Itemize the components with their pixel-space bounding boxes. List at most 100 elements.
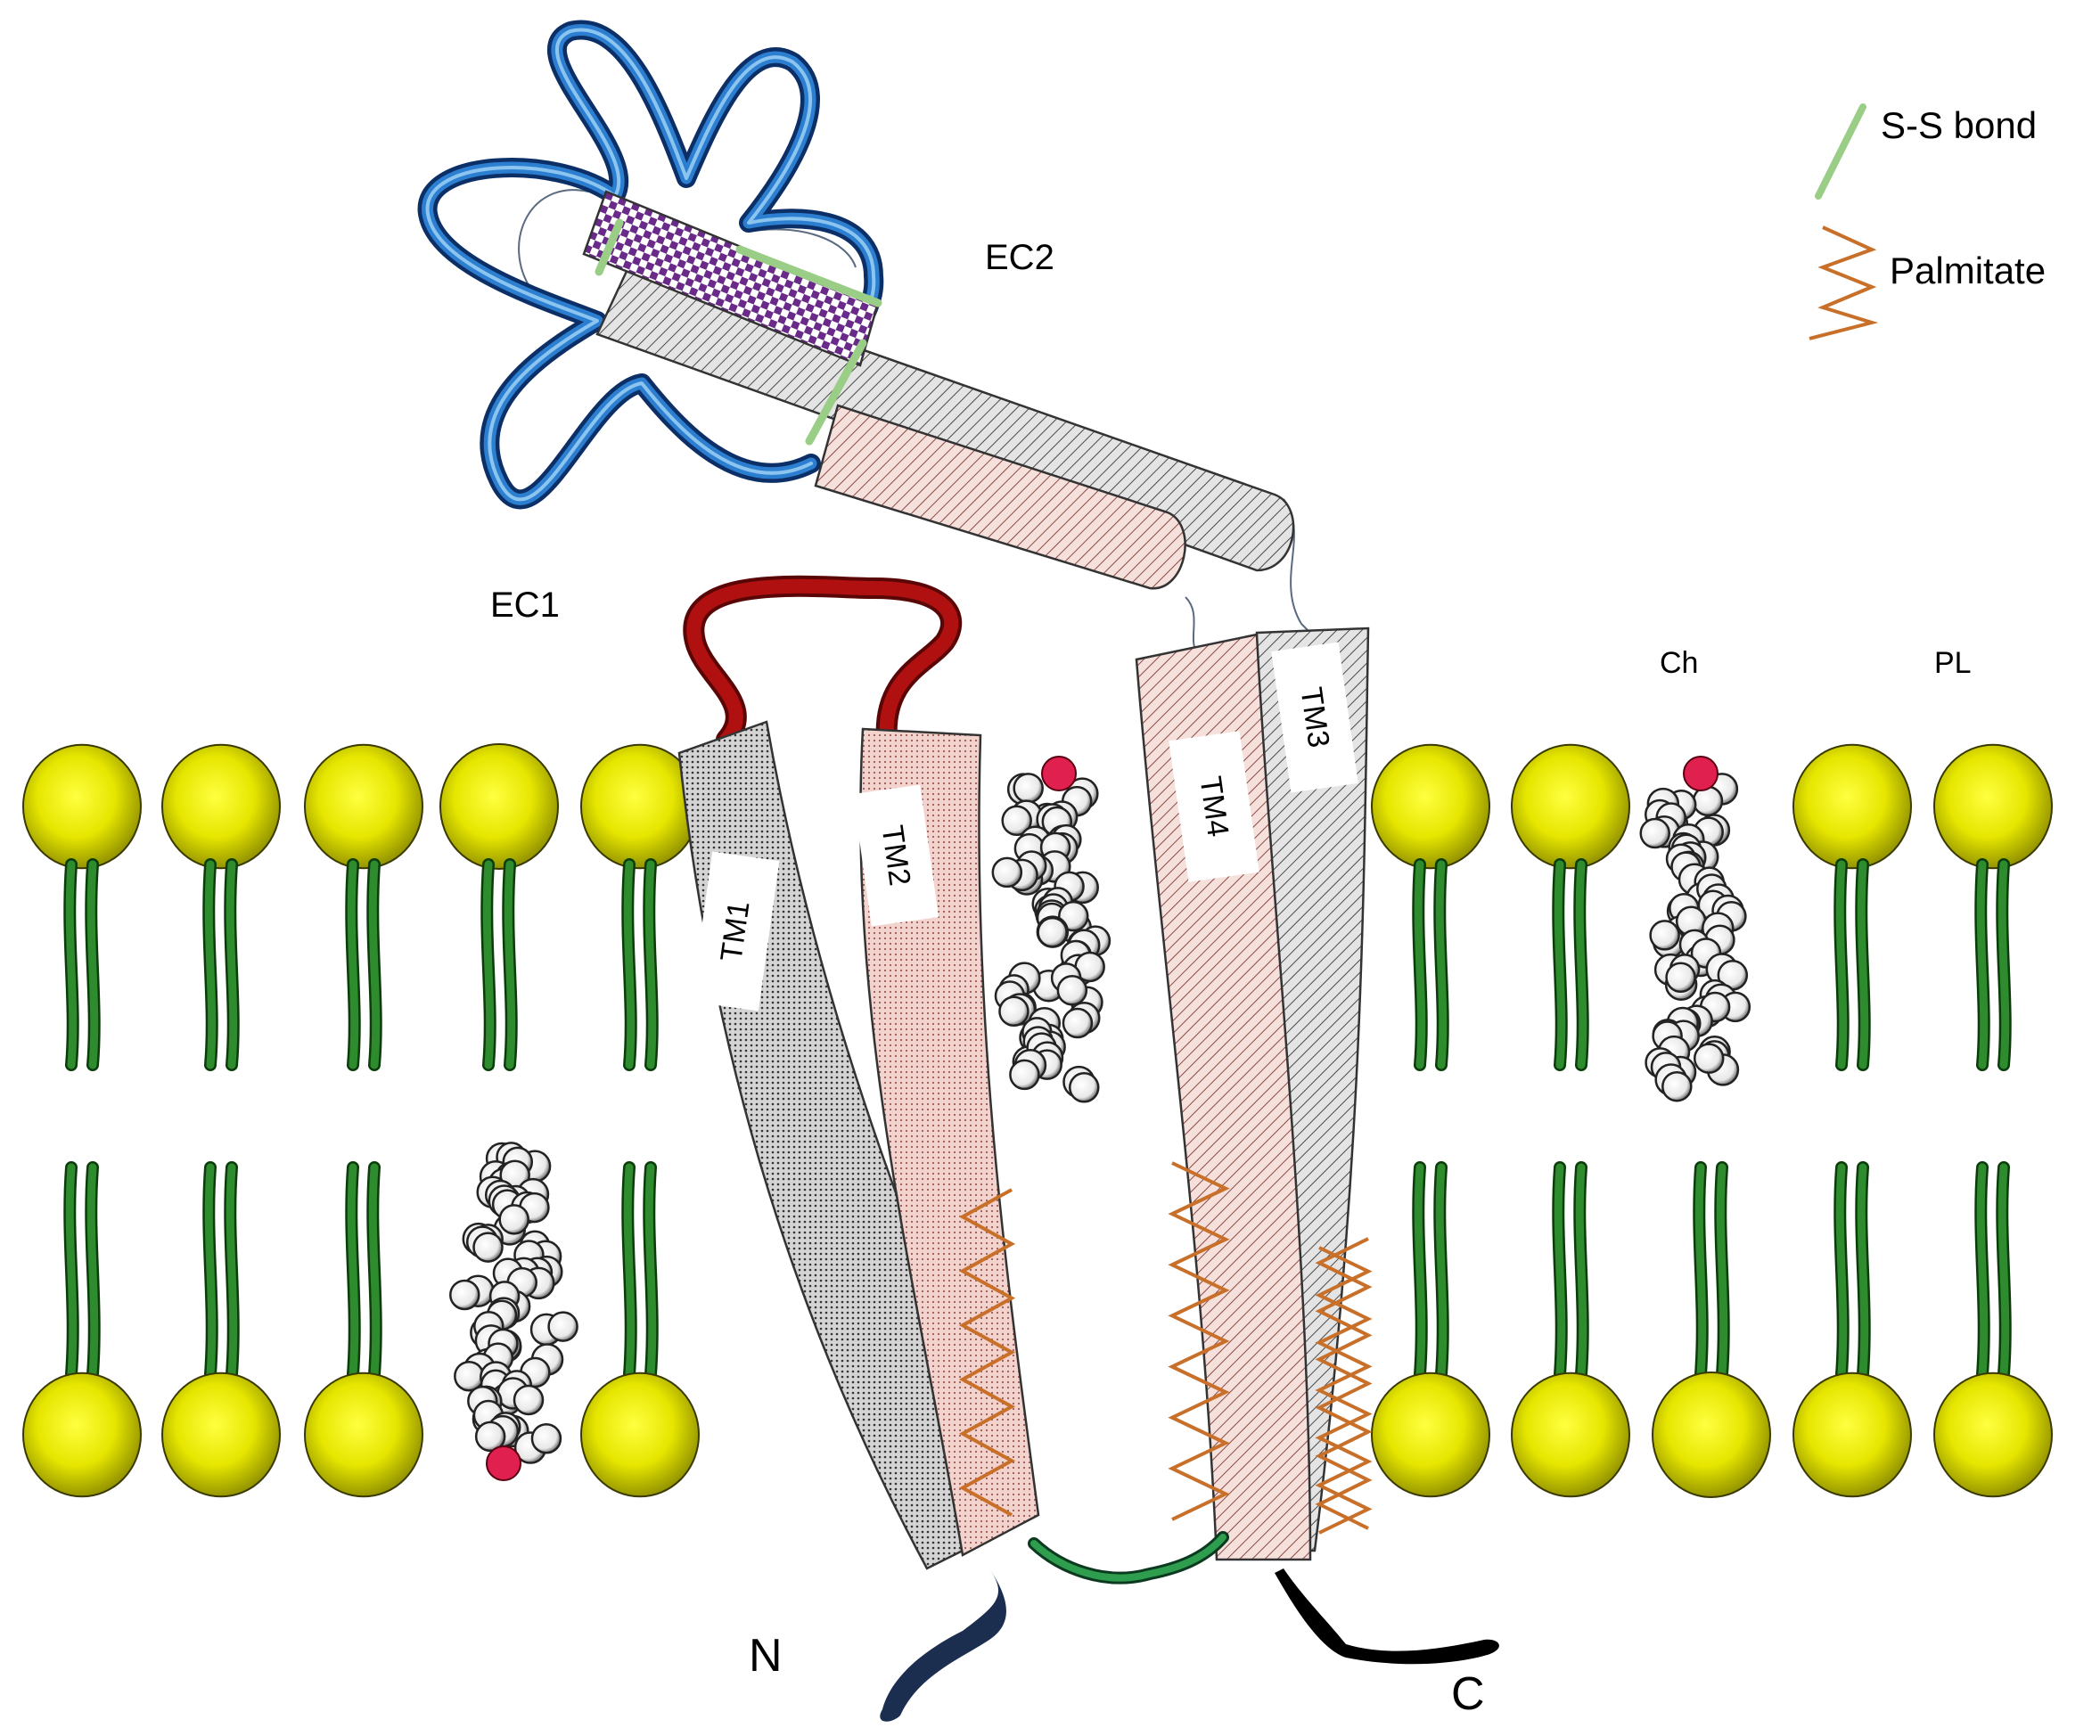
- lipid-tail: [86, 860, 99, 1069]
- lipid-tail: [65, 860, 78, 1069]
- lipid-tail: [1857, 860, 1869, 1069]
- lipid-head: [580, 1372, 700, 1498]
- lipid-tail: [1575, 860, 1587, 1069]
- phospholipid-right-1: [1511, 743, 1630, 1498]
- tm4-helix: [1135, 633, 1312, 1561]
- lipid-head: [1792, 1372, 1912, 1498]
- lipid-tail: [1575, 1163, 1587, 1379]
- cholesterol-atom: [1693, 1043, 1725, 1074]
- palmitate-chain-tm4-left: [1168, 1161, 1230, 1521]
- phospholipid-right-3: [1792, 743, 1912, 1498]
- cholesterol-atom: [1009, 1059, 1040, 1091]
- lipid-tail: [204, 1163, 217, 1379]
- legend-ss-bond-label: S-S bond: [1881, 104, 2037, 146]
- lipid-tail: [226, 1163, 238, 1379]
- lipid-tail: [1694, 1163, 1707, 1379]
- tm2-label: TM2: [874, 823, 916, 888]
- lipid-tail: [1716, 1163, 1728, 1379]
- lipid-tail: [347, 860, 359, 1069]
- cholesterol-atom: [530, 1422, 562, 1454]
- lipid-head: [1371, 1372, 1490, 1498]
- cholesterol-atom: [1661, 1070, 1693, 1102]
- lipid-tail: [347, 1163, 359, 1379]
- ec2-loop-ribbon: [417, 20, 884, 510]
- palmitate-chain-tm2: [958, 1188, 1016, 1517]
- cholesterol-atom: [513, 1384, 545, 1416]
- lipid-head: [439, 743, 559, 870]
- legend-ss-bond-swatch: [1815, 103, 1866, 200]
- tm3-label: TM3: [1293, 685, 1335, 750]
- phospholipid-left-1: [161, 743, 281, 1498]
- c-terminus-label: C: [1451, 1668, 1485, 1720]
- lipid-tail: [1997, 1163, 2010, 1379]
- cholesterol-atom: [498, 1204, 529, 1235]
- ec2-helix-pink: [814, 404, 1186, 590]
- inner-loop: [1028, 1531, 1229, 1585]
- cholesterol-atom: [474, 1421, 506, 1453]
- tm1-label: TM1: [714, 899, 756, 964]
- tm1-label-box: TM1: [691, 851, 780, 1011]
- lipid-head: [304, 743, 423, 870]
- lipid-tail: [368, 860, 381, 1069]
- phospholipid-left-upper-only: [439, 743, 559, 1071]
- lipid-tail: [65, 1163, 78, 1379]
- ec1-label: EC1: [490, 585, 560, 625]
- cholesterol-atom: [991, 856, 1023, 888]
- palmitate-chain-tm3-right: [1315, 1237, 1373, 1530]
- lipid-head: [1792, 743, 1912, 870]
- cholesterol-hydroxyl: [1683, 756, 1719, 791]
- cholesterol-atom: [1037, 916, 1068, 948]
- lipid-head: [304, 1372, 423, 1498]
- lipid-head: [22, 1372, 142, 1498]
- cholesterol-atom: [449, 1279, 480, 1311]
- lipid-head: [1652, 1372, 1771, 1498]
- lipid-tail: [86, 1163, 99, 1379]
- phospholipid-left-2: [304, 743, 423, 1498]
- cholesterol-atom: [1013, 773, 1044, 804]
- lipid-tail: [368, 1163, 381, 1379]
- legend-palmitate-label: Palmitate: [1890, 250, 2046, 291]
- lipid-tail: [623, 860, 636, 1069]
- cholesterol-atom: [472, 1232, 504, 1263]
- lipid-head: [1933, 1372, 2053, 1498]
- ch-label: Ch: [1660, 646, 1698, 680]
- tm4-label-box: TM4: [1169, 731, 1259, 882]
- phospholipid-left-0: [22, 743, 142, 1498]
- membrane-right: [1371, 743, 2053, 1498]
- phospholipid-right-4: [1933, 743, 2053, 1498]
- membrane-left: [22, 743, 700, 1498]
- tm3-label-box: TM3: [1271, 642, 1358, 793]
- lipid-tail: [1976, 1163, 1989, 1379]
- tm2-helix: [859, 727, 1040, 1557]
- tm4-label: TM4: [1193, 774, 1235, 839]
- n-terminal-tail: [880, 1568, 1006, 1722]
- ss-bond-lines: [595, 218, 882, 446]
- lipid-tail: [1414, 1163, 1426, 1379]
- cholesterol-atom: [1056, 975, 1088, 1006]
- cholesterol-atom: [1001, 805, 1032, 837]
- cholesterol-hydroxyl: [1041, 756, 1077, 791]
- lipid-head: [1933, 743, 2053, 870]
- cholesterol-atom: [1639, 817, 1670, 849]
- lipid-tail: [1435, 860, 1448, 1069]
- lipid-tail: [1976, 860, 1989, 1069]
- cholesterol-atom: [998, 995, 1029, 1028]
- cholesterol-atom: [1665, 962, 1696, 994]
- ec2-helix-grey-long: [595, 266, 1295, 572]
- cholesterol-upper-right: [1639, 756, 1751, 1102]
- lipid-tail: [644, 1163, 657, 1379]
- lipid-tail: [1997, 860, 2010, 1069]
- cholesterol-upper-middle: [991, 756, 1112, 1103]
- cholesterol-atom: [1649, 920, 1680, 951]
- lipid-head: [161, 743, 281, 870]
- lipid-tail: [1554, 860, 1566, 1069]
- lipid-head: [1511, 1372, 1630, 1498]
- lipid-tail: [1554, 1163, 1566, 1379]
- n-terminus-label: N: [749, 1630, 783, 1682]
- palmitate-chains: [958, 1161, 1373, 1535]
- lipid-head: [161, 1372, 281, 1498]
- lipid-tail: [1414, 860, 1426, 1069]
- ec1-loop: [683, 575, 963, 750]
- cholesterol-atom: [1062, 1007, 1094, 1039]
- cholesterol-atom: [547, 1311, 578, 1342]
